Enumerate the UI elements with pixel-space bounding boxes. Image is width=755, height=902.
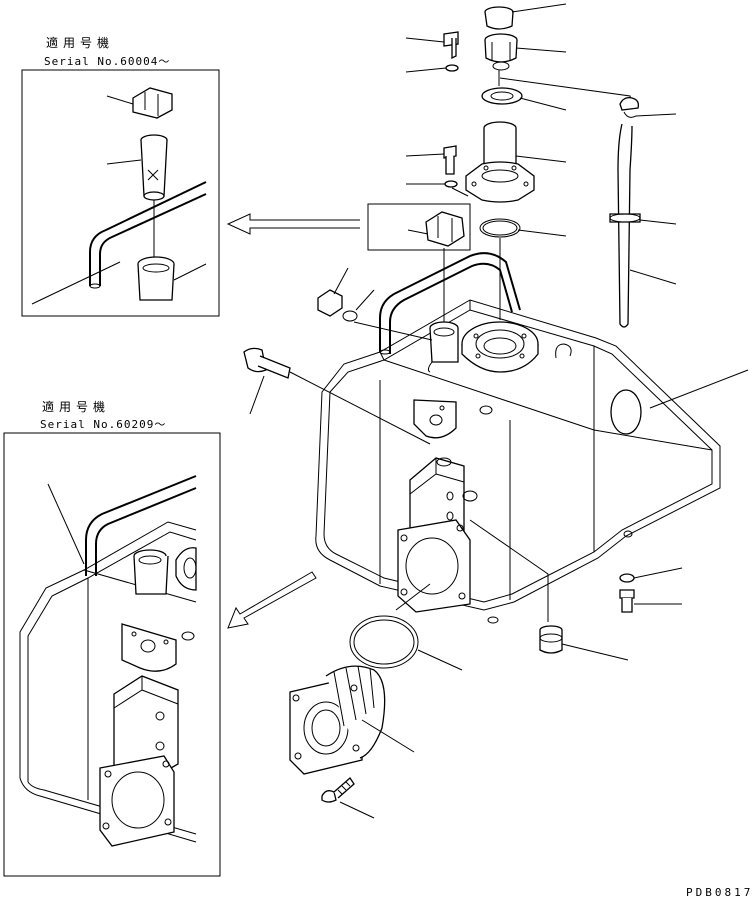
inset-bottom-suction-flange (99, 755, 175, 847)
inset-top-applicability-label: 適用号機 (46, 36, 115, 50)
breather-hose (617, 123, 633, 328)
inset-top-strainer-cap (132, 87, 173, 119)
tank-upper-flange (461, 321, 539, 373)
inset-bottom-tank-outline (19, 521, 197, 843)
flange-bolt (443, 145, 457, 175)
inset-top-filler-neck (137, 256, 175, 301)
bottom-washer (619, 573, 635, 583)
plug-with-oring (317, 289, 358, 322)
mounting-bolt (243, 347, 291, 379)
suction-flange (397, 519, 471, 613)
leader-lines (249, 3, 749, 819)
suction-strainer (289, 665, 386, 775)
suction-screw (321, 777, 355, 803)
inset-bottom-filler-neck (133, 549, 169, 595)
tank-handrail (379, 252, 521, 355)
arrow-to-bottom-inset (227, 571, 317, 629)
hose-clip-on-tank (555, 343, 572, 359)
drawing-code: PDB0817 (686, 886, 754, 899)
inset-bottom-suction-block (113, 675, 179, 781)
hydraulic-tank-body (315, 299, 721, 624)
inset-top-serial-label: Serial No.60004～ (44, 55, 171, 68)
inset-bottom-frame (3, 432, 221, 877)
hose-clamp-top (619, 96, 640, 118)
inset-bottom-handrail (85, 475, 197, 576)
small-washer (445, 64, 459, 72)
drain-plug (539, 625, 563, 654)
bottom-bolt (619, 589, 635, 613)
hose-clamp-lower (609, 213, 641, 223)
sight-gauge-window (610, 389, 642, 435)
arrow-to-top-inset (226, 213, 360, 235)
oring-top (479, 218, 521, 238)
inset-top-handrail (89, 181, 207, 289)
inset-top-frame (21, 69, 220, 317)
filler-cap-adapter (484, 33, 518, 71)
suction-oring (349, 615, 419, 669)
tank-filler-neck (427, 321, 459, 373)
strainer-cap (367, 203, 471, 251)
filler-tube-flange (465, 121, 535, 203)
inset-bottom-mount-plate (121, 623, 195, 672)
flange-washer (444, 180, 458, 188)
inset-bottom-serial-label: Serial No.60209～ (40, 418, 167, 431)
inset-bottom-applicability-label: 適用号機 (42, 400, 111, 414)
breather-cap (484, 6, 514, 30)
inset-top-strainer (140, 134, 168, 201)
small-bolt (443, 31, 459, 60)
gasket-top (481, 87, 523, 105)
inset-bottom-flange (175, 547, 197, 591)
tank-side-mount (413, 399, 457, 439)
